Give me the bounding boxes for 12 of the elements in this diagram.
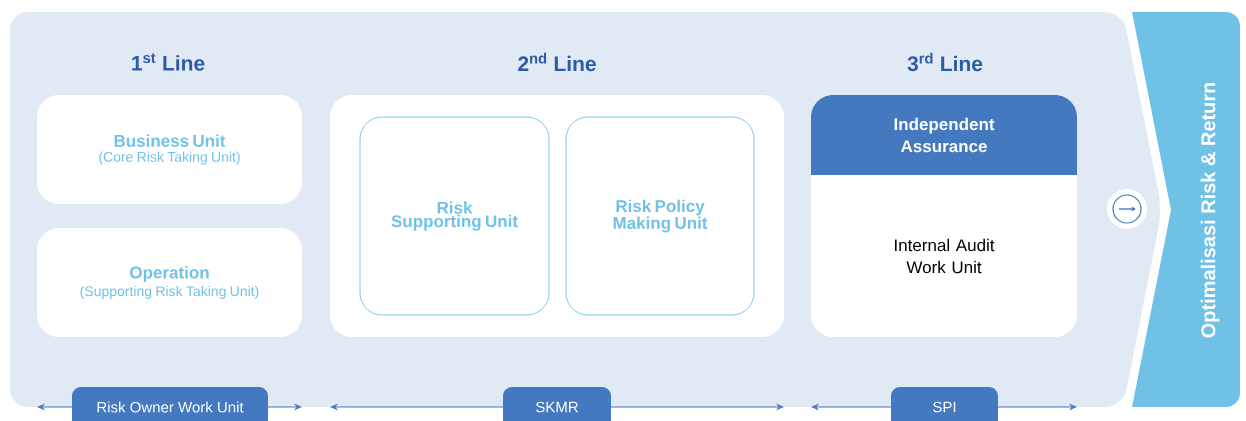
- pill-label: SPI: [891, 387, 998, 421]
- unit-box: Risk Supporting Unit: [359, 116, 550, 316]
- chevron-band: Optimalisasi Risk & Return: [1132, 12, 1240, 407]
- pill-label: SKMR: [503, 387, 611, 421]
- column-heading: 2$^{nd}$ Line: [518, 52, 596, 72]
- column-heading: 3$^{rd}$ Line: [907, 52, 983, 72]
- unit-box: Risk Policy Making Unit: [565, 116, 755, 316]
- pill-label: Risk Owner Work Unit: [72, 387, 268, 421]
- unit-box: Operation (Supporting Risk Taking Unit): [37, 228, 302, 337]
- column-heading: 1$^{st}$ Line: [132, 53, 205, 71]
- assurance-card: Independent Assurance Internal Audit Work Unit: [811, 95, 1077, 337]
- unit-box: Business Unit (Core Risk Taking Unit): [37, 95, 302, 204]
